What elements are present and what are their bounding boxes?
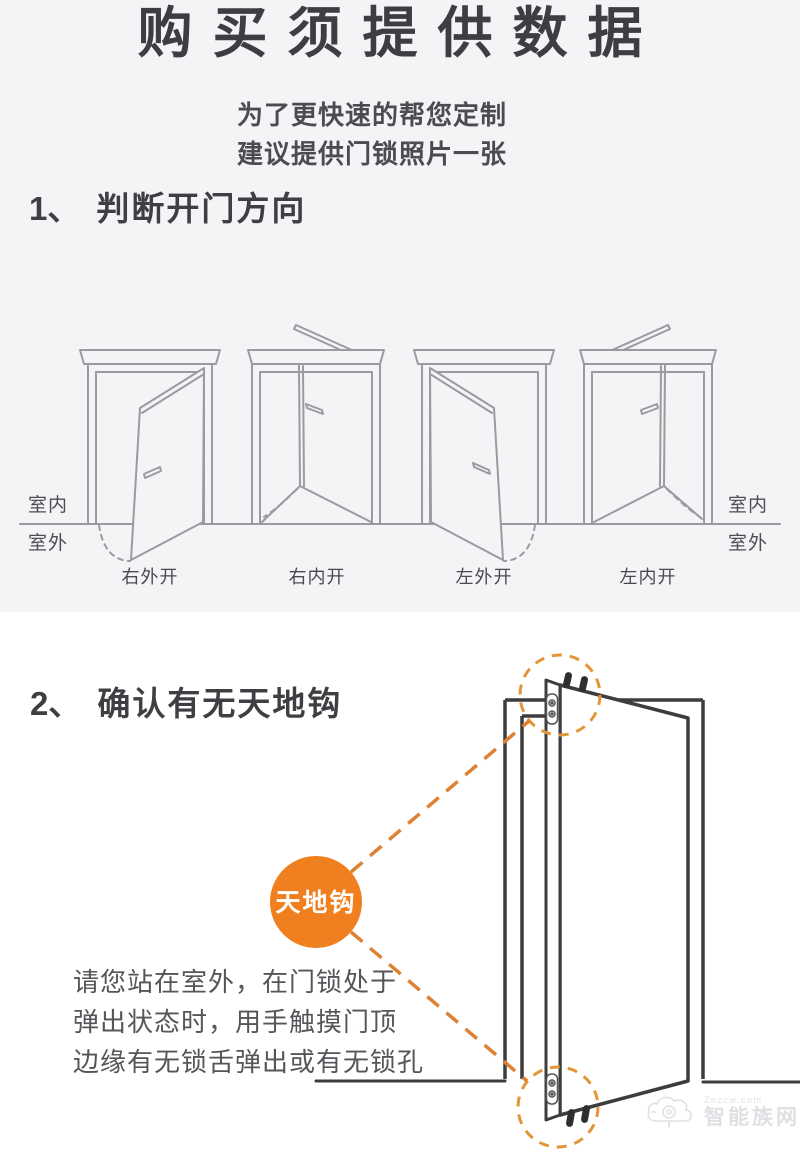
- section-heaven-earth-hook: 2、 确认有无天地钩: [0, 612, 800, 1168]
- step2-title: 确认有无天地钩: [97, 685, 343, 722]
- door1-lintel: [79, 349, 221, 365]
- top-hook-bolts: [562, 672, 589, 692]
- callout-connector-bottom: [349, 930, 529, 1083]
- bottom-hook-bolts: [566, 1105, 590, 1127]
- step1-number: 1、: [29, 190, 81, 227]
- caption-left-outward: 左外开: [455, 567, 513, 587]
- door2-swing-arc: [263, 488, 298, 518]
- caption-right-outward: 右外开: [121, 567, 179, 587]
- step2-number: 2、: [30, 685, 82, 722]
- door2-free-edge: [298, 364, 301, 487]
- door4-lintel: [579, 349, 717, 365]
- door-diagram-right-outward: [79, 349, 221, 562]
- hook-inspection-diagram: 天地钩: [270, 653, 800, 1149]
- hook-callout-badge: 天地钩: [270, 856, 362, 948]
- door3-swing-arc: [503, 524, 536, 562]
- label-indoor-right: 室内: [728, 495, 769, 516]
- subtitle-line-1: 为了更快速的帮您定制: [236, 100, 507, 130]
- door1-swing-arc: [98, 524, 131, 562]
- label-indoor-left: 室内: [28, 495, 69, 516]
- caption-right-inward: 右内开: [288, 567, 346, 587]
- top-hook-highlight-circle: [518, 653, 602, 737]
- step1-title: 判断开门方向: [96, 190, 307, 227]
- door-direction-diagram: [19, 324, 781, 562]
- open-door-leaf: [544, 678, 690, 1122]
- step2-heading: 2、 确认有无天地钩: [30, 686, 342, 722]
- label-outdoor-left: 室外: [28, 533, 69, 554]
- section-purchase-data: 购买须提供数据 为了更快速的帮您定制 建议提供门锁照片一张 1、 判断开门方向: [0, 0, 800, 612]
- door2-lintel: [247, 349, 385, 365]
- hook-callout-label: 天地钩: [275, 889, 356, 917]
- page-subtitle: 为了更快速的帮您定制 建议提供门锁照片一张: [0, 96, 772, 174]
- door3-handle: [472, 462, 491, 475]
- top-lock-plate: [545, 693, 559, 725]
- door4-swing-arc: [666, 488, 701, 518]
- instruction-line-2: 弹出状态时，用手触摸门顶: [73, 1007, 398, 1037]
- door3-leaf: [429, 367, 504, 561]
- door-edge-strip: [544, 678, 562, 1122]
- hook-instructions: 请您站在室外，在门锁处于 弹出状态时，用手触摸门顶 边缘有无锁舌弹出或有无锁孔: [73, 962, 424, 1082]
- callout-connector-top: [349, 719, 531, 874]
- door4-free-edge: [663, 364, 666, 487]
- door2-handle: [305, 403, 324, 415]
- instruction-line-1: 请您站在室外，在门锁处于: [73, 967, 398, 997]
- label-outdoor-right: 室外: [728, 533, 769, 554]
- door-diagram-right-inward: [247, 324, 385, 525]
- subtitle-line-2: 建议提供门锁照片一张: [236, 139, 507, 169]
- step1-heading: 1、 判断开门方向: [29, 191, 306, 227]
- door-diagram-left-inward: [579, 324, 717, 525]
- caption-left-inward: 左内开: [619, 567, 677, 587]
- bottom-lock-plate: [545, 1073, 559, 1105]
- door4-handle: [640, 403, 659, 415]
- bottom-hook-highlight-circle: [516, 1065, 600, 1149]
- instruction-line-3: 边缘有无锁舌弹出或有无锁孔: [73, 1047, 425, 1077]
- door-panel: [558, 683, 690, 1117]
- door-diagram-left-outward: [413, 349, 555, 562]
- door3-lintel: [413, 349, 555, 365]
- door1-leaf: [130, 367, 205, 561]
- door1-handle: [143, 466, 162, 479]
- page-title: 购买须提供数据: [137, 2, 663, 64]
